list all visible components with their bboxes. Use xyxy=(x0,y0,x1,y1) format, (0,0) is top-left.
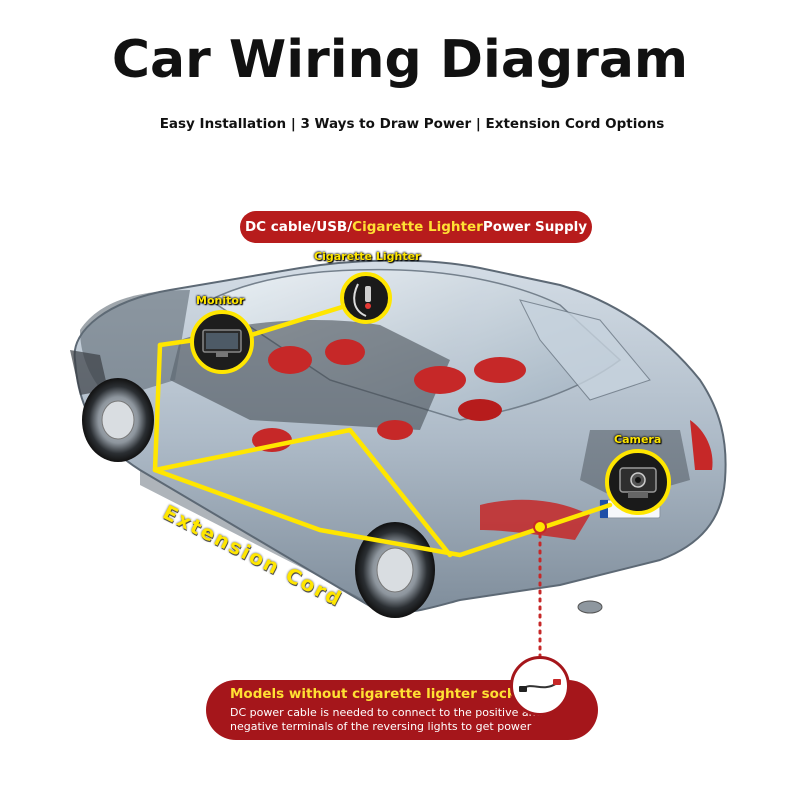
camera-label: Camera xyxy=(614,433,662,446)
banner-text-part1: DC cable/USB/ xyxy=(244,219,353,235)
banner-highlight: Cigarette Lighter xyxy=(352,219,483,235)
note-text: DC power cable is needed to connect to t… xyxy=(230,706,543,733)
monitor-label: Monitor xyxy=(196,294,245,307)
extension-cord-wire xyxy=(152,342,613,558)
monitor-icon xyxy=(190,310,254,374)
inner-route-wire xyxy=(152,427,453,558)
seats xyxy=(252,339,526,452)
front-wheel xyxy=(82,378,154,462)
dc-cable-illustration xyxy=(519,679,561,692)
page-subtitle: Easy Installation | 3 Ways to Draw Power… xyxy=(159,116,665,132)
note-title: Models without cigarette lighter socket xyxy=(230,686,532,702)
exhaust-pipe xyxy=(577,600,603,614)
page-title: Car Wiring Diagram xyxy=(111,30,689,90)
cable-icon xyxy=(510,656,570,716)
reversing-light-connection xyxy=(533,520,547,534)
power-supply-banner: DC cable/USB/Cigarette Lighter Power Sup… xyxy=(240,211,592,243)
banner-text-part2: Power Supply xyxy=(482,219,588,235)
cigarette-lighter-label: Cigarette Lighter xyxy=(314,250,421,263)
monitor-lead-wire xyxy=(157,337,198,348)
cigarette-lighter-icon xyxy=(340,272,392,324)
camera-icon xyxy=(605,449,671,515)
